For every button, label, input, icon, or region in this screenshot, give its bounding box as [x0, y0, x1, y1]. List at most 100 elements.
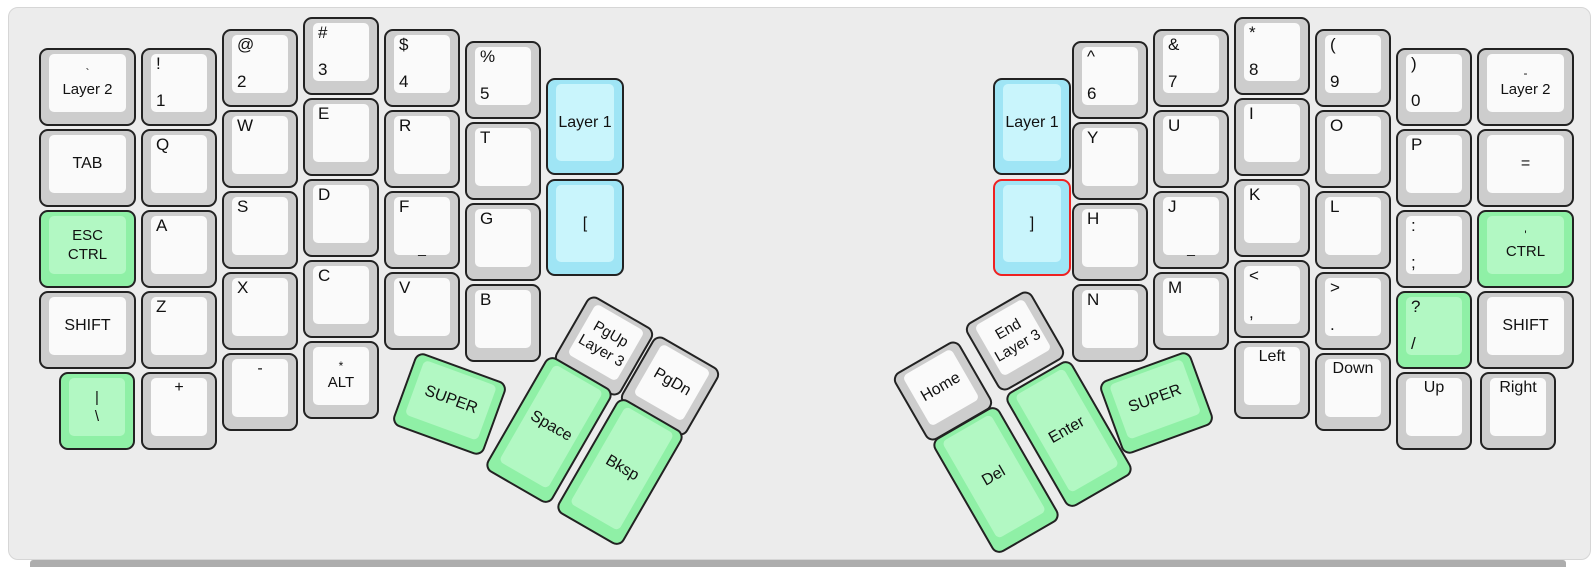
key-m[interactable]: M: [1153, 272, 1229, 350]
key-label: 4: [399, 72, 409, 91]
key-d[interactable]: D: [303, 179, 379, 257]
key-quote-ctrl[interactable]: 'CTRL: [1477, 210, 1574, 288]
keycap-face: J_: [1163, 197, 1219, 256]
key-label: =: [1520, 155, 1531, 172]
keycap-face: Y: [1082, 128, 1138, 186]
key-label-group: *ALT: [313, 347, 369, 405]
key-shift-right[interactable]: SHIFT: [1477, 291, 1574, 369]
key-r[interactable]: R: [384, 110, 460, 188]
key-t[interactable]: T: [465, 122, 541, 200]
key-g[interactable]: G: [465, 203, 541, 281]
key-layer1-right[interactable]: Layer 1: [993, 78, 1071, 175]
key-b[interactable]: B: [465, 284, 541, 362]
key-label: SHIFT: [64, 317, 111, 334]
key-label: 3: [318, 60, 328, 79]
keycap-face: ?/: [1406, 297, 1462, 355]
key-label: CTRL: [67, 246, 108, 263]
key-lparen-9[interactable]: (9: [1315, 29, 1391, 107]
key-plus[interactable]: +: [141, 372, 217, 450]
keycap-face: $4: [394, 35, 450, 93]
key-label: -: [1523, 66, 1528, 80]
key-caret-6[interactable]: ^6: [1072, 41, 1148, 119]
key-c[interactable]: C: [303, 260, 379, 338]
key-minus[interactable]: -: [222, 353, 298, 431]
key-star-alt[interactable]: *ALT: [303, 341, 379, 419]
key-rparen-0[interactable]: )0: [1396, 48, 1472, 126]
key-gt-period[interactable]: >.: [1315, 272, 1391, 350]
key-u[interactable]: U: [1153, 110, 1229, 188]
key-colon-semicolon[interactable]: :;: [1396, 210, 1472, 288]
key-label: .: [1330, 315, 1335, 334]
key-label: Layer 1: [1005, 113, 1059, 131]
key-label: @: [237, 35, 255, 54]
keycap-face: TAB: [49, 135, 126, 193]
key-label-group: 'CTRL: [1487, 216, 1564, 274]
key-o[interactable]: O: [1315, 110, 1391, 188]
key-z[interactable]: Z: [141, 291, 217, 369]
key-label: I: [1249, 104, 1254, 123]
key-layer1-left[interactable]: Layer 1: [546, 78, 624, 175]
key-equals[interactable]: =: [1477, 129, 1574, 207]
key-label: X: [237, 278, 249, 297]
key-k[interactable]: K: [1234, 179, 1310, 257]
keycap-face: E: [313, 104, 369, 162]
key-shift-left[interactable]: SHIFT: [39, 291, 136, 369]
key-v[interactable]: V: [384, 272, 460, 350]
key-label-group: -Layer 2: [1487, 54, 1564, 112]
homing-mark: _: [1187, 240, 1195, 256]
key-label: :: [1411, 216, 1416, 235]
key-arrow-up[interactable]: Up: [1396, 372, 1472, 450]
key-lbracket[interactable]: [: [546, 179, 624, 276]
key-j[interactable]: J_: [1153, 191, 1229, 269]
key-esc-ctrl[interactable]: ESC CTRL: [39, 210, 136, 288]
keycap-face: I: [1244, 104, 1300, 162]
key-x[interactable]: X: [222, 272, 298, 350]
key-a[interactable]: A: [141, 210, 217, 288]
key-s[interactable]: S: [222, 191, 298, 269]
key-f[interactable]: F_: [384, 191, 460, 269]
key-minus-layer2[interactable]: -Layer 2: [1477, 48, 1574, 126]
key-label: *: [338, 359, 344, 373]
key-dollar-4[interactable]: $4: [384, 29, 460, 107]
key-h[interactable]: H: [1072, 203, 1148, 281]
window-bottom-edge: [30, 560, 1566, 567]
key-label: ESC: [72, 227, 103, 244]
key-grave-layer2[interactable]: `Layer 2: [39, 48, 136, 126]
key-question-slash[interactable]: ?/: [1396, 291, 1472, 369]
key-pipe-backslash[interactable]: |\: [59, 372, 135, 450]
key-star-8[interactable]: *8: [1234, 17, 1310, 95]
key-i[interactable]: I: [1234, 98, 1310, 176]
key-e[interactable]: E: [303, 98, 379, 176]
keycap-face: 'CTRL: [1487, 216, 1564, 274]
keycap-face: `Layer 2: [49, 54, 126, 112]
key-label: Down: [1332, 360, 1374, 377]
key-q[interactable]: Q: [141, 129, 217, 207]
key-amp-7[interactable]: &7: [1153, 29, 1229, 107]
key-percent-5[interactable]: %5: [465, 41, 541, 119]
key-label: 0: [1411, 91, 1421, 110]
key-w[interactable]: W: [222, 110, 298, 188]
key-label: `: [85, 66, 90, 80]
key-label: +: [174, 379, 184, 396]
key-hash-3[interactable]: #3: [303, 17, 379, 95]
key-at-2[interactable]: @2: [222, 29, 298, 107]
keycap-face: =: [1487, 135, 1564, 193]
key-y[interactable]: Y: [1072, 122, 1148, 200]
key-p[interactable]: P: [1396, 129, 1472, 207]
key-excl-1[interactable]: !1: [141, 48, 217, 126]
keycap-face: <,: [1244, 266, 1300, 324]
key-lt-comma[interactable]: <,: [1234, 260, 1310, 338]
key-n[interactable]: N: [1072, 284, 1148, 362]
key-arrow-right[interactable]: Right: [1480, 372, 1556, 450]
key-label-group: ESC CTRL: [49, 216, 126, 274]
key-arrow-left[interactable]: Left: [1234, 341, 1310, 419]
key-l[interactable]: L: [1315, 191, 1391, 269]
key-label: SHIFT: [1502, 317, 1549, 334]
keycap-face: ]: [1003, 185, 1061, 262]
key-rbracket[interactable]: ]: [993, 179, 1071, 276]
key-label: M: [1168, 278, 1183, 297]
key-arrow-down[interactable]: Down: [1315, 353, 1391, 431]
key-label: 9: [1330, 72, 1340, 91]
key-label: C: [318, 266, 331, 285]
key-tab[interactable]: TAB: [39, 129, 136, 207]
